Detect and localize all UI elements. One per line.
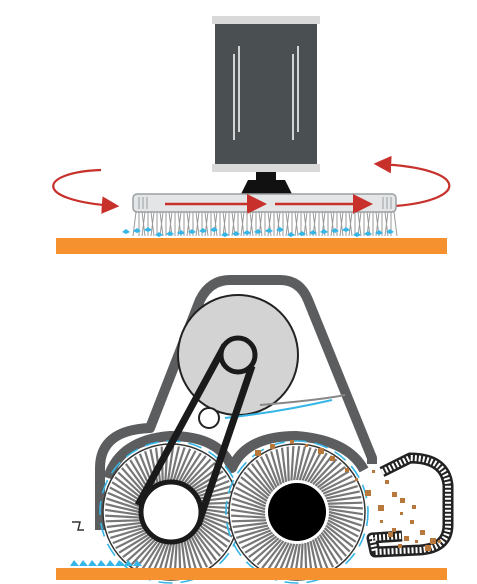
drive-pulley: [178, 295, 345, 418]
bottom-view: [56, 280, 448, 583]
top-view: [53, 16, 449, 254]
motor-icon: [212, 16, 320, 196]
rotation-arrow-left: [53, 170, 115, 206]
floor-strip-bottom: [56, 568, 447, 580]
floor-strip-top: [56, 238, 447, 254]
roller-right-core: [268, 483, 326, 541]
